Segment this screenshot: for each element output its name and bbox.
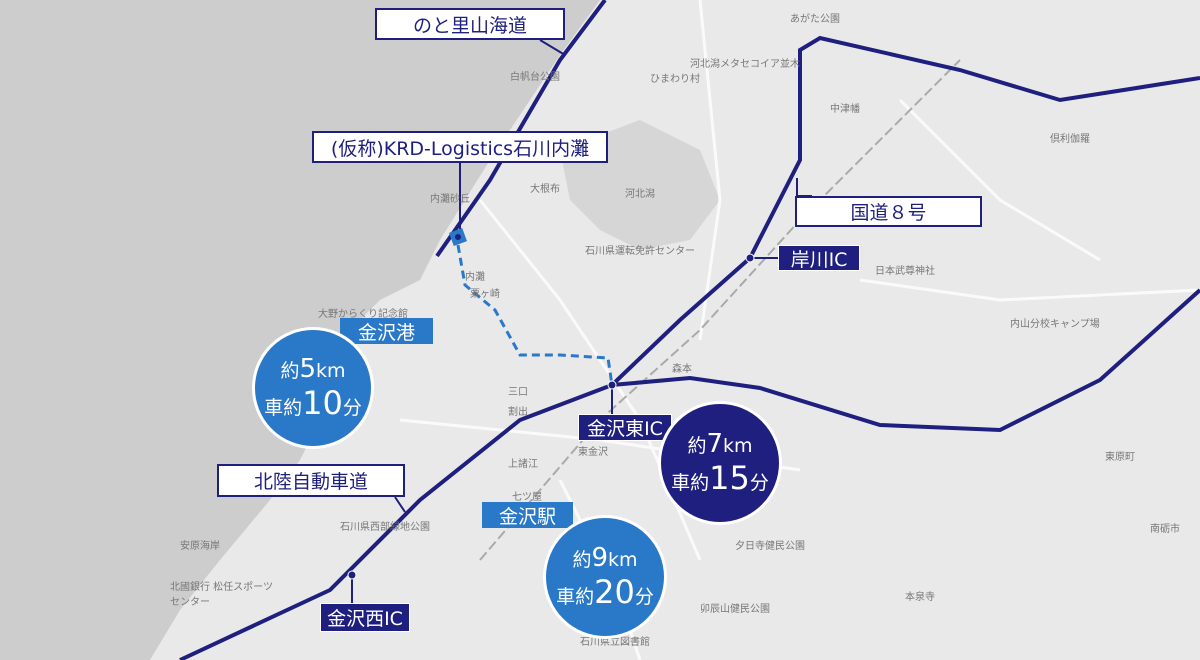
minutes-unit: 分 [749, 471, 769, 494]
place-label: 中津幡 [830, 104, 860, 115]
kanazawa-port-label: 金沢港 [340, 318, 433, 344]
distance-badge-east-ic: 約7km 車約15分 [658, 401, 782, 525]
place-label: 石川県西部緑地公園 [340, 522, 430, 533]
place-label: 南砺市 [1150, 524, 1180, 535]
distance-badge-station: 約9km 車約20分 [543, 515, 667, 639]
route-8 [611, 288, 1200, 433]
noto-satoyama-road [435, 0, 607, 258]
km-value: 7 [706, 428, 724, 459]
place-label: 東原町 [1105, 452, 1135, 463]
kanazawa-west-ic-label: 金沢西IC [320, 603, 410, 632]
place-label: 粟ヶ崎 [470, 289, 500, 300]
place-label: 東金沢 [578, 447, 608, 458]
place-label: 内灘 [465, 272, 485, 283]
minutes-value: 20 [594, 572, 635, 611]
noto-road-label: のと里山海道 [375, 8, 565, 40]
kanazawa-station-label: 金沢駅 [482, 502, 573, 528]
prefix: 約 [280, 359, 300, 382]
car-prefix: 車約 [264, 396, 303, 419]
km-value: 9 [591, 542, 609, 573]
leader-lines [351, 39, 812, 603]
minutes-value: 15 [709, 458, 750, 497]
property-label[interactable]: (仮称)KRD-Logistics石川内灘 [312, 131, 608, 163]
place-label: 夕日寺健民公園 [735, 541, 805, 552]
place-label: 安原海岸 [180, 541, 220, 552]
property-marker-dot [455, 234, 461, 240]
access-route [456, 244, 614, 386]
place-label: 割出 [508, 407, 528, 418]
place-label: 石川県立図書館 [580, 637, 650, 648]
km-unit: km [608, 548, 638, 571]
kanazawa-west-ic-dot [347, 570, 357, 580]
place-label: 卯辰山健民公園 [700, 604, 770, 615]
car-prefix: 車約 [671, 471, 710, 494]
distance-badge-port: 約5km 車約10分 [252, 327, 374, 449]
hokuriku-expressway-label: 北陸自動車道 [217, 464, 405, 497]
place-label: 河北潟 [625, 189, 655, 200]
minutes-unit: 分 [342, 396, 362, 419]
route8-label: 国道８号 [795, 196, 982, 227]
place-label: 大野からくり記念館 [318, 309, 408, 320]
place-label: 白帆台公園 [510, 72, 560, 83]
place-label: 日本武尊神社 [875, 266, 935, 277]
place-label: 内灘砂丘 [430, 194, 470, 205]
place-label: 河北潟メタセコイア並木 [690, 59, 800, 70]
km-unit: km [316, 359, 346, 382]
prefix: 約 [572, 548, 592, 571]
place-label: 三口 [508, 387, 528, 398]
kishikawa-ic-dot [745, 253, 755, 263]
place-label: 大根布 [530, 184, 560, 195]
place-label: 本泉寺 [905, 592, 935, 603]
minutes-value: 10 [302, 383, 343, 422]
place-label: 倶利伽羅 [1050, 134, 1090, 145]
car-prefix: 車約 [556, 585, 595, 608]
minutes-unit: 分 [634, 585, 654, 608]
kanazawa-east-ic-dot [607, 380, 617, 390]
place-label: 森本 [672, 364, 692, 375]
prefix: 約 [687, 434, 707, 457]
kanazawa-east-ic-label: 金沢東IC [578, 414, 672, 441]
place-label: 内山分校キャンプ場 [1010, 319, 1100, 330]
place-label: 石川県運転免許センター [585, 246, 695, 257]
place-label: 七ツ屋 [512, 492, 542, 503]
place-label: ひまわり村 [650, 74, 700, 85]
place-label: 北國銀行 松任スポーツセンター [170, 582, 273, 608]
km-value: 5 [299, 353, 317, 384]
km-unit: km [723, 434, 753, 457]
place-label: あがた公園 [790, 14, 840, 25]
place-label: 上諸江 [508, 459, 538, 470]
kishikawa-ic-label: 岸川IC [778, 245, 860, 271]
